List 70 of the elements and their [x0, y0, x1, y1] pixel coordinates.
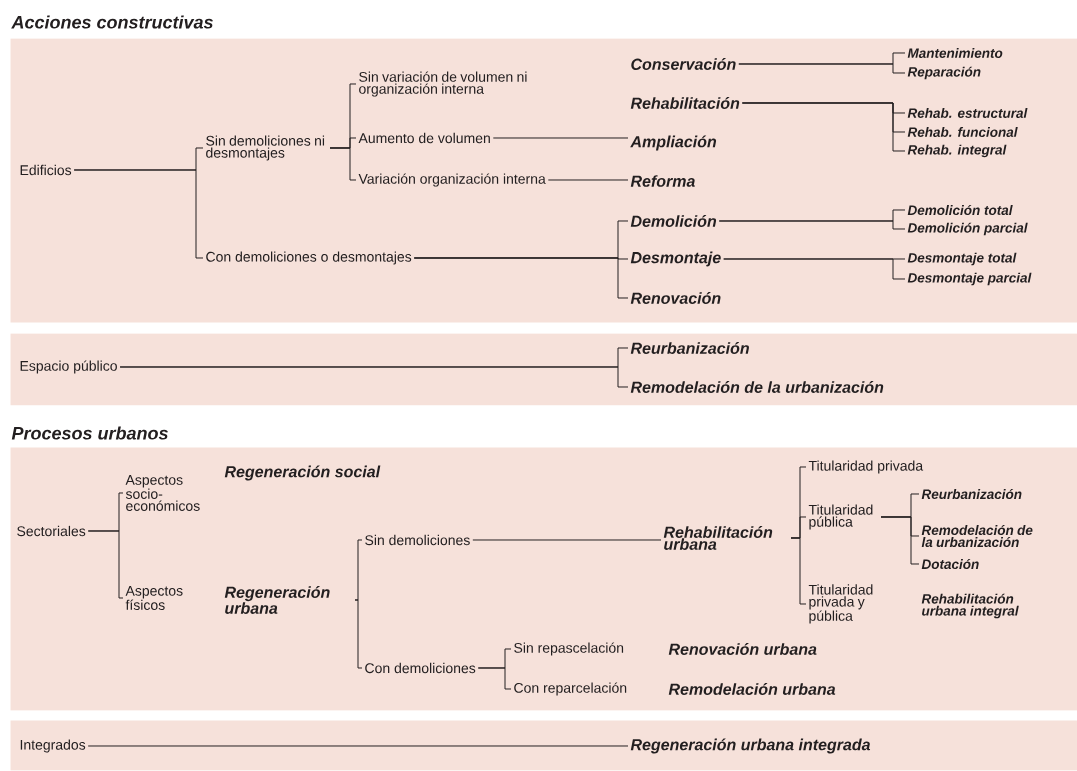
- subterm-label: Mantenimiento: [907, 48, 1003, 58]
- category-label: Sin variación de volumen ni organización interna: [359, 71, 527, 97]
- panel-background: [10, 38, 1077, 323]
- category-label: Aspectos socio-económicos: [125, 475, 200, 511]
- bracket-line: [354, 599, 363, 669]
- subterm-label: Demolición total: [907, 205, 1013, 215]
- category-label: Integrados: [20, 739, 86, 753]
- bracket-line: [354, 539, 363, 601]
- bracket-line: [718, 220, 906, 230]
- bracket-line: [741, 102, 906, 152]
- subterm-label: Rehab. integral: [907, 144, 1007, 158]
- category-label: Con demoliciones: [365, 662, 476, 674]
- term-label: Regeneración urbana integrada: [630, 738, 871, 754]
- bracket-line: [413, 257, 629, 299]
- connector-line: [492, 137, 629, 139]
- bracket-line: [87, 530, 124, 599]
- term-label: Ampliación: [630, 135, 717, 151]
- term-label: Demolición: [630, 215, 717, 227]
- connector-line: [472, 539, 662, 541]
- bracket-line: [73, 169, 204, 259]
- category-label: Sin demoliciones: [365, 534, 470, 546]
- subterm-label: Rehab. funcional: [907, 127, 1018, 137]
- term-label: Conservación: [631, 58, 736, 70]
- term-label: Rehabilitación urbana: [663, 526, 773, 550]
- panel-background: [10, 447, 1077, 711]
- category-label: Sin repascelación: [514, 642, 624, 656]
- category-label: Variación organización interna: [358, 173, 546, 187]
- subterm-label: Desmontaje parcial: [907, 272, 1032, 286]
- bracket-line: [477, 667, 512, 690]
- category-label: Sin demoliciones ni desmontajes: [206, 135, 325, 161]
- term-label: Renovación urbana: [668, 643, 817, 655]
- subterm-label: Rehab. estructural: [907, 108, 1028, 118]
- category-label: Titularidad pública: [808, 504, 873, 530]
- category-label: Titularidad privada: [808, 460, 924, 474]
- term-label: Renovación: [630, 292, 721, 304]
- term-label: Desmontaje: [630, 251, 721, 267]
- panel-background: [10, 333, 1077, 406]
- category-label: Sectoriales: [17, 525, 86, 537]
- category-label: Edificios: [20, 164, 72, 176]
- subterm-label: Desmontaje total: [907, 252, 1017, 266]
- section-heading: Acciones constructivas: [11, 15, 213, 29]
- subterm-label: Demolición parcial: [907, 222, 1028, 236]
- connector-line: [87, 745, 629, 747]
- subterm-label: Reparación: [907, 66, 981, 80]
- bracket-line: [723, 258, 906, 280]
- connector-line: [547, 179, 629, 181]
- subterm-label: Remodelación de la urbanización: [921, 525, 1033, 547]
- category-label: Con reparcelación: [514, 682, 627, 696]
- term-label: Regeneración urbana: [224, 586, 330, 614]
- category-label: Titularidad privada y pública: [808, 584, 873, 624]
- subterm-label: Reurbanización: [921, 489, 1022, 499]
- term-label: Reurbanización: [630, 342, 749, 354]
- term-label: Reforma: [630, 175, 695, 187]
- category-label: Aspectos físicos: [125, 586, 183, 610]
- category-label: Aumento de volumen: [358, 132, 490, 144]
- bracket-line: [790, 537, 807, 605]
- term-label: Rehabilitación: [630, 97, 740, 109]
- section-heading: Procesos urbanos: [11, 426, 168, 440]
- panel-background: [10, 720, 1077, 771]
- term-label: Remodelación urbana: [668, 683, 836, 695]
- category-label: Con demoliciones o desmontajes: [206, 251, 412, 265]
- bracket-line: [329, 147, 357, 181]
- bracket-line: [738, 63, 906, 74]
- category-label: Espacio público: [20, 360, 117, 374]
- term-label: Regeneración social: [224, 465, 381, 481]
- bracket-line: [119, 366, 629, 388]
- bracket-line: [880, 516, 920, 565]
- term-label: Remodelación de la urbanización: [630, 381, 884, 393]
- subterm-label: Rehabilitación urbana integral: [921, 593, 1019, 619]
- subterm-label: Dotación: [921, 559, 979, 569]
